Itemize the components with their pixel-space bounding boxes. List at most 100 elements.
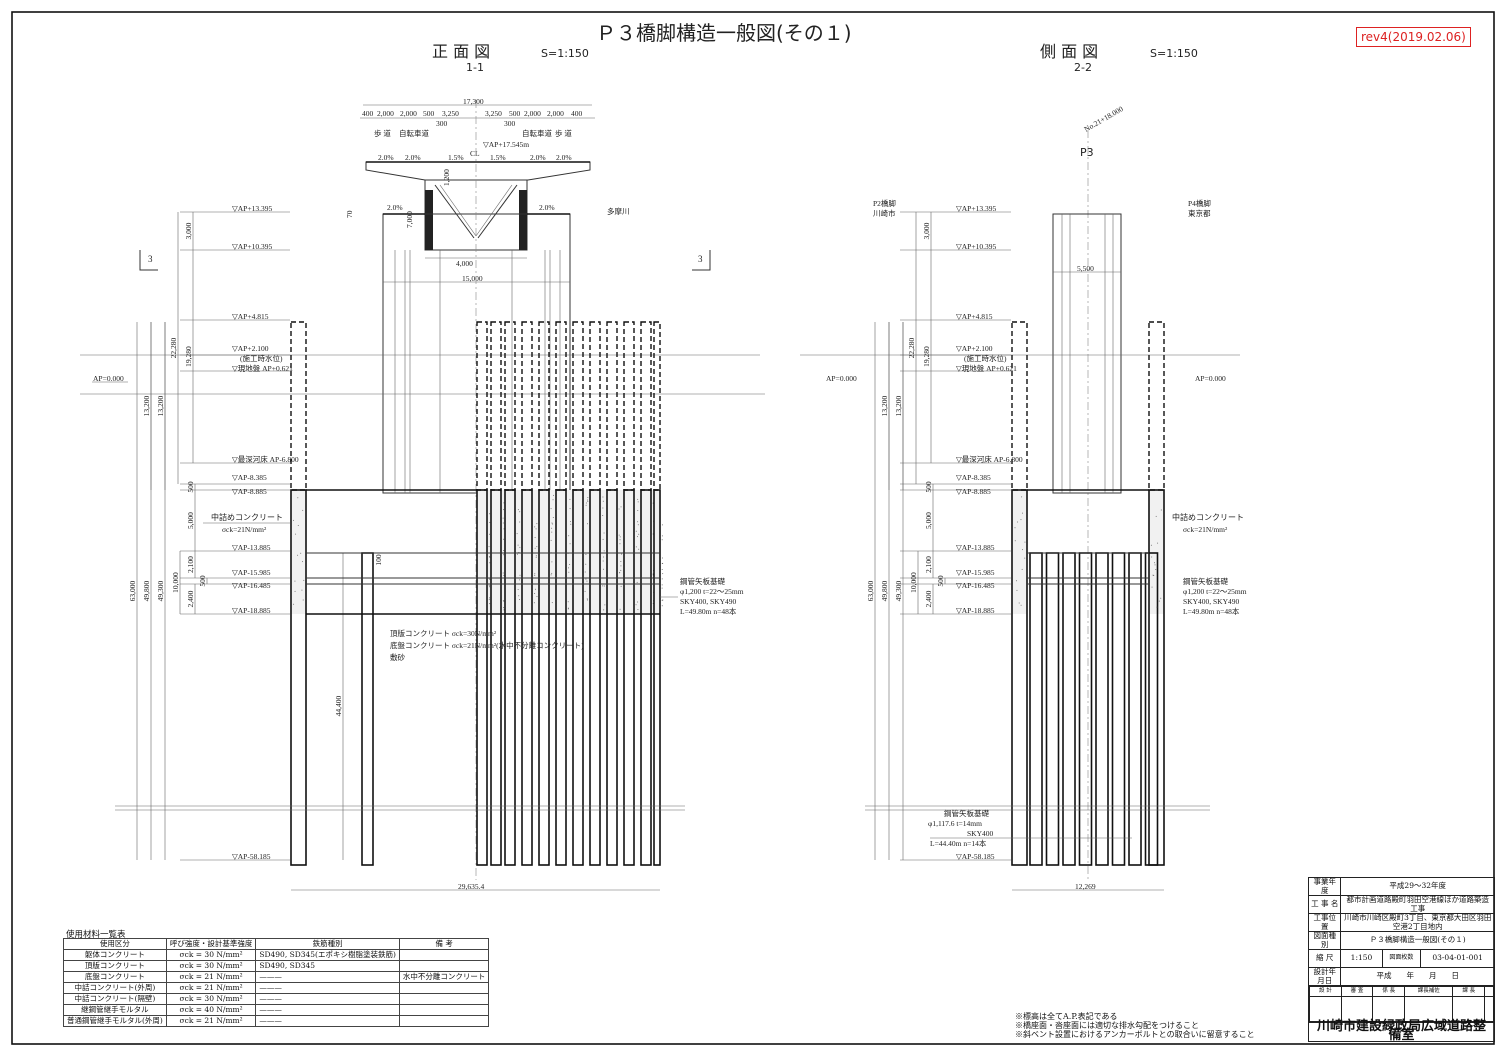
concrete-dot: [1156, 607, 1157, 608]
concrete-dot: [489, 513, 490, 514]
table-cell: [399, 1016, 489, 1027]
concrete-dot: [603, 539, 604, 540]
concrete-dot: [518, 589, 519, 590]
tb-label: 工 事 名: [1309, 896, 1341, 914]
deck-sub-dim-right: 300: [504, 119, 516, 128]
inner-pile-spec: SKY400: [967, 829, 994, 838]
concrete-dot: [489, 556, 490, 557]
concrete-dot: [586, 505, 587, 506]
road-level-label: ▽AP+17.545m: [483, 140, 529, 149]
dimension-label: 10,000: [171, 572, 180, 593]
tb-label: 事業年度: [1309, 878, 1341, 896]
concrete-dot: [293, 604, 294, 605]
table-cell: ———: [256, 1016, 400, 1027]
side-view: No.21+18.000 P3 P2橋脚 川崎市 P4橋脚 東京都 5,500 …: [800, 104, 1247, 891]
concrete-dot: [303, 600, 304, 601]
dimension-label: 2,100: [924, 556, 933, 573]
concrete-dot: [551, 522, 552, 523]
side-pile-spec: φ1,200 t=22～25mm: [1183, 587, 1247, 596]
concrete-dot: [570, 524, 571, 525]
concrete-dot: [587, 497, 588, 498]
table-cell: σck = 30 N/mm²: [166, 994, 256, 1005]
level-label: ▽AP-8.385: [232, 473, 267, 482]
level-label: ▽AP-58.185: [956, 852, 995, 861]
concrete-dot: [603, 501, 604, 502]
dimension-label: 49,300: [894, 580, 903, 601]
concrete-dot: [519, 579, 520, 580]
steel-pipe-pile: [573, 322, 583, 490]
dimension-label: 63,000: [866, 580, 875, 601]
concrete-dot: [553, 499, 554, 500]
side-ap-zero-left: AP=0.000: [826, 374, 857, 383]
deck-dim: 2,000: [400, 109, 417, 118]
deck-dim: 3,250: [485, 109, 502, 118]
table-cell: SD490, SD345(エポキシ樹脂塗装鉄筋): [256, 950, 400, 961]
concrete-dot: [519, 599, 520, 600]
concrete-dot: [1022, 549, 1023, 550]
concrete-dot: [503, 573, 504, 574]
concrete-dot: [551, 574, 552, 575]
sign-cell: [1310, 996, 1342, 1021]
dimension-label: 44,400: [334, 695, 343, 716]
concrete-dot: [297, 497, 298, 498]
river-label: 多摩川: [607, 206, 630, 216]
concrete-dot: [637, 521, 638, 522]
concrete-dot: [1015, 527, 1016, 528]
sidewalk-label-right: 歩 道: [555, 128, 572, 138]
concrete-dot: [1024, 558, 1025, 559]
front-view-scale: S=1:150: [541, 47, 589, 60]
table-cell: 中詰コンクリート(外周): [64, 983, 167, 994]
tb-label: 工事位置: [1309, 914, 1341, 932]
steel-pipe-pile: [491, 322, 501, 490]
pile-spec-line: 鋼管矢板基礎: [680, 576, 725, 586]
concrete-dot: [636, 604, 637, 605]
concrete-dot: [1155, 564, 1156, 565]
inner-steel-pile: [1080, 553, 1092, 865]
concrete-dot: [503, 554, 504, 555]
concrete-dot: [489, 603, 490, 604]
concrete-dot: [553, 495, 554, 496]
sidewalk-label-left: 歩 道: [374, 128, 391, 138]
column-width-dim: 5,500: [1077, 264, 1094, 273]
side-view-title: 側 面 図: [1040, 42, 1098, 61]
concrete-dot: [489, 534, 490, 535]
table-cell: [399, 994, 489, 1005]
concrete-dot: [489, 562, 490, 563]
side-pile-spec: 鋼管矢板基礎: [1183, 576, 1228, 586]
dimension-label: 13,200: [894, 395, 903, 416]
side-view-section: 2-2: [1074, 61, 1092, 74]
table-cell: σck = 21 N/mm²: [166, 972, 256, 983]
dimension-label: 13,200: [880, 395, 889, 416]
deck-total-width: 17,300: [463, 97, 484, 106]
concrete-dot: [489, 579, 490, 580]
concrete-dot: [552, 523, 553, 524]
concrete-dot: [620, 536, 621, 537]
steel-pipe-pile: [505, 322, 515, 490]
dimension-label: 19,280: [184, 346, 193, 367]
concrete-dot: [1016, 580, 1017, 581]
table-cell: SD490, SD345: [256, 961, 400, 972]
dimension-label: 10,000: [909, 572, 918, 593]
deck-slope: 2.0%: [378, 153, 394, 162]
table-cell: 躯体コンクリート: [64, 950, 167, 961]
dimension-label: 500: [198, 575, 207, 587]
tb-project: 都市計画道路殿町羽田空港線ほか道路築造工事: [1341, 896, 1495, 914]
steel-pipe-pile: [522, 322, 532, 490]
header-cell: 備 考: [399, 939, 489, 950]
table-cell: σck = 21 N/mm²: [166, 983, 256, 994]
level-label: ▽AP+10.395: [956, 242, 996, 251]
concrete-dot: [586, 503, 587, 504]
title-block: 事業年度平成29～32年度 工 事 名都市計画道路殿町羽田空港線ほか道路築造工事…: [1308, 877, 1495, 1042]
concrete-dot: [553, 517, 554, 518]
note: ※斜ベント設置におけるアンカーボルトとの取合いに留意すること: [1015, 1030, 1255, 1039]
concrete-dot: [662, 569, 663, 570]
concrete-dot: [604, 586, 605, 587]
concrete-dot: [1151, 545, 1152, 546]
concrete-dot: [662, 524, 663, 525]
dimension-label: 5,000: [186, 512, 195, 529]
table-row: 中詰コンクリート(外周)σck = 21 N/mm²———: [64, 983, 489, 994]
dimension-label: 49,300: [156, 580, 165, 601]
level-label: ▽現地盤 AP+0.621: [956, 363, 1017, 373]
front-view-title: 正 面 図: [432, 42, 490, 61]
concrete-dot: [519, 575, 520, 576]
